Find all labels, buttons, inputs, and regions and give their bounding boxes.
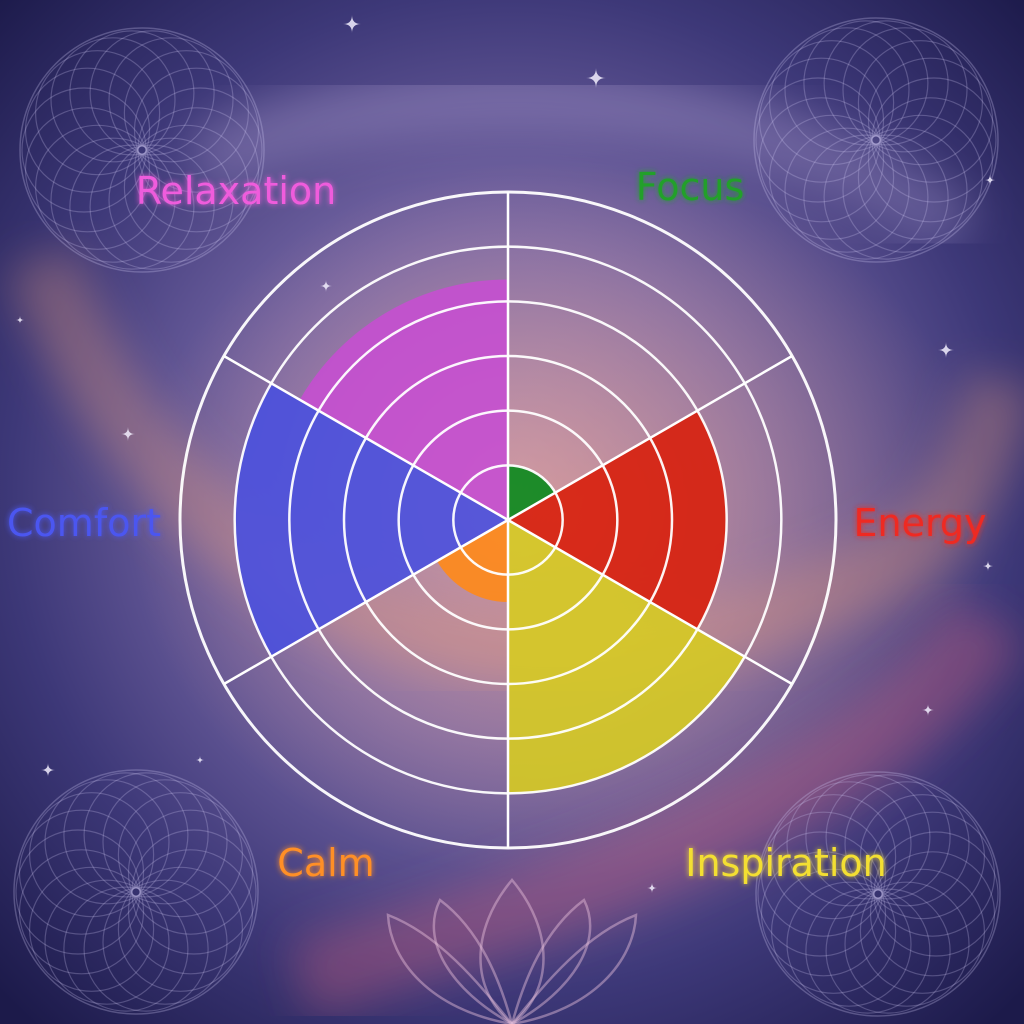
chart-grid (178, 190, 838, 850)
sparkle-icon (41, 763, 55, 777)
grid-spoke-3 (507, 518, 793, 686)
wedge-relaxation (299, 279, 508, 520)
sparkle-icon (586, 68, 606, 88)
sparkle-icon (196, 756, 204, 764)
sparkle-icon (983, 561, 993, 571)
sparkle-icon (985, 175, 995, 185)
sparkle-icon (922, 704, 934, 716)
grid-spoke-2 (507, 354, 793, 522)
sparkle-icon (16, 316, 24, 324)
grid-spoke-5 (223, 518, 509, 686)
sparkle-icon (121, 427, 135, 441)
mandala-2 (753, 17, 999, 263)
mandala-4 (755, 771, 1001, 1017)
mandala-3 (13, 769, 259, 1015)
label-inspiration: Inspiration (685, 841, 886, 885)
label-comfort: Comfort (7, 501, 161, 545)
star-decorations (16, 15, 995, 893)
label-relaxation: Relaxation (136, 169, 336, 213)
wedge-inspiration (508, 520, 745, 794)
lotus-icon (386, 878, 638, 1024)
label-calm: Calm (277, 841, 374, 885)
grid-spoke-6 (223, 354, 509, 522)
label-energy: Energy (853, 501, 986, 545)
mandala-1 (19, 27, 265, 273)
label-focus: Focus (636, 165, 745, 209)
sparkle-icon (343, 15, 361, 33)
mandala-decorations (13, 17, 1001, 1017)
wedge-comfort (234, 383, 508, 657)
sparkle-icon (320, 280, 332, 292)
sparkle-icon (647, 883, 657, 893)
sparkle-icon (938, 342, 954, 358)
